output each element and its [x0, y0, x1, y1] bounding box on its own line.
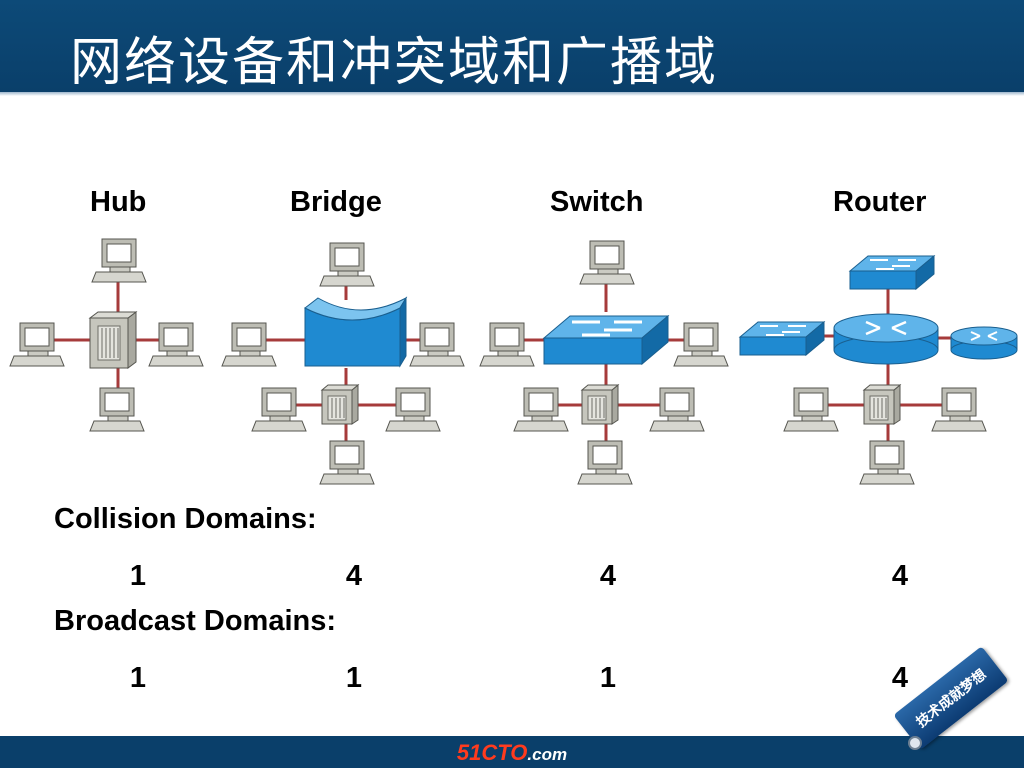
switch-broadcast-count: 1: [599, 662, 617, 694]
footer-logo: 51CTO.com: [0, 740, 1024, 766]
router-pc-bottom-right: [931, 387, 987, 432]
bridge-topology: [221, 242, 465, 485]
bridge-pc-left: [221, 322, 277, 367]
switch-pc-bottom-right: [649, 387, 705, 432]
switch-topology: [479, 240, 729, 485]
hub-label: Hub: [90, 186, 147, 218]
hub-topology: [9, 238, 204, 432]
title-bar: 网络设备和冲突域和广播域: [0, 0, 1024, 96]
network-diagram: [9, 238, 1018, 485]
broadcast-domains-label: Broadcast Domains:: [54, 605, 337, 637]
bridge-pc-bottom-left: [251, 387, 307, 432]
router-small-icon: [950, 326, 1018, 360]
router-label: Router: [833, 186, 927, 218]
hub-device-icon: [89, 311, 137, 369]
switch-label: Switch: [550, 186, 644, 218]
bridge-device-icon: [304, 296, 408, 368]
switch-hub-icon: [581, 384, 619, 425]
bridge-pc-bottom: [319, 440, 375, 485]
footer-brand-main: 51CTO: [456, 740, 528, 765]
hub-broadcast-count: 1: [129, 662, 147, 694]
hub-collision-count: 1: [129, 560, 147, 592]
footer-bar: 51CTO.com: [0, 736, 1024, 768]
hub-pc-right: [148, 322, 204, 367]
hub-pc-top: [91, 238, 147, 283]
switch-collision-count: 4: [599, 560, 617, 592]
bridge-hub-icon: [321, 384, 359, 425]
router-switch-top-icon: [849, 255, 935, 290]
tag-hole: [908, 736, 922, 750]
router-device-icon: [832, 312, 940, 366]
bridge-label: Bridge: [290, 186, 382, 218]
footer-brand-suffix: .com: [527, 745, 568, 764]
page-title: 网络设备和冲突域和广播域: [70, 33, 719, 93]
router-collision-count: 4: [891, 560, 909, 592]
router-pc-bottom-left: [783, 387, 839, 432]
bridge-pc-right: [409, 322, 465, 367]
switch-pc-right: [673, 322, 729, 367]
bridge-pc-bottom-right: [385, 387, 441, 432]
hub-pc-bottom: [89, 387, 145, 432]
router-broadcast-count: 4: [891, 662, 909, 694]
router-switch-left-icon: [739, 321, 825, 356]
switch-device-icon: [542, 314, 670, 366]
router-hub-icon: [863, 384, 901, 425]
bridge-collision-count: 4: [345, 560, 363, 592]
hub-pc-left: [9, 322, 65, 367]
switch-pc-bottom-left: [513, 387, 569, 432]
switch-pc-bottom: [577, 440, 633, 485]
bridge-pc-top: [319, 242, 375, 287]
collision-domains-label: Collision Domains:: [54, 503, 317, 535]
router-pc-bottom: [859, 440, 915, 485]
bridge-broadcast-count: 1: [345, 662, 363, 694]
switch-pc-left: [479, 322, 535, 367]
router-topology: [739, 255, 1018, 485]
switch-pc-top: [579, 240, 635, 285]
